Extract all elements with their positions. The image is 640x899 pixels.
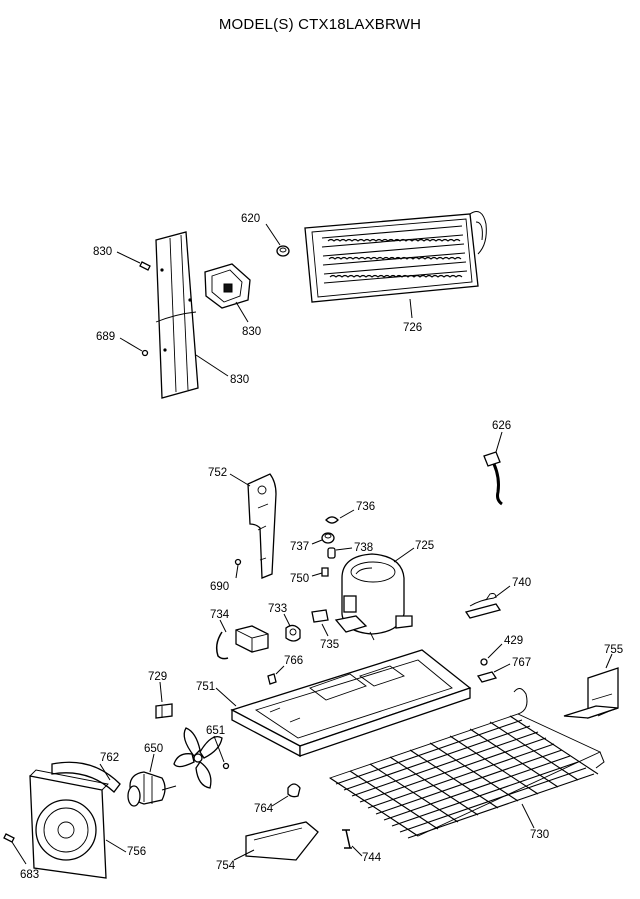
label-754: 754: [216, 860, 236, 872]
label-755: 755: [604, 644, 623, 656]
screw-683[interactable]: [3, 833, 15, 843]
label-690: 690: [210, 581, 229, 593]
label-738: 738: [354, 542, 373, 554]
power-cord-626[interactable]: [483, 451, 503, 506]
label-626: 626: [492, 420, 511, 432]
label-762: 762: [100, 752, 119, 764]
label-767: 767: [512, 657, 531, 669]
label-750: 750: [290, 573, 309, 585]
fan-shroud-756[interactable]: [29, 769, 109, 879]
sleeve-738[interactable]: [327, 547, 336, 559]
pin-744[interactable]: [342, 829, 352, 849]
label-730: 730: [530, 829, 549, 841]
label-725: 725: [415, 540, 434, 552]
label-830-screw: 830: [93, 246, 112, 258]
grommet-620[interactable]: [276, 245, 290, 257]
clip-735[interactable]: [311, 609, 329, 623]
screw-689[interactable]: [141, 349, 149, 357]
bracket-754[interactable]: [245, 821, 319, 861]
label-766: 766: [284, 655, 303, 667]
condenser-726[interactable]: [304, 211, 487, 303]
clip-729[interactable]: [155, 703, 173, 719]
clip-736[interactable]: [325, 516, 339, 524]
label-756: 756: [127, 846, 146, 858]
label-729: 729: [148, 671, 167, 683]
clip-767[interactable]: [476, 671, 498, 683]
compressor-725[interactable]: [334, 553, 413, 641]
shroud-strip-762[interactable]: [51, 761, 121, 793]
label-620: 620: [241, 213, 260, 225]
label-737: 737: [290, 541, 309, 553]
label-830-bracket: 830: [242, 326, 261, 338]
bolt-750[interactable]: [321, 567, 329, 577]
bracket-830[interactable]: [204, 263, 251, 309]
label-429: 429: [504, 635, 523, 647]
tray-751[interactable]: [230, 649, 472, 758]
condenser-730[interactable]: [328, 688, 605, 839]
label-726: 726: [403, 322, 422, 334]
screw-429[interactable]: [480, 658, 488, 666]
label-734: 734: [210, 609, 230, 621]
wire-740[interactable]: [464, 593, 502, 619]
diagram-title: MODEL(S) CTX18LAXBRWH: [218, 16, 422, 33]
clip-764[interactable]: [287, 783, 301, 798]
label-751: 751: [196, 681, 215, 693]
label-830-channel: 830: [230, 374, 249, 386]
label-740: 740: [512, 577, 531, 589]
label-650: 650: [144, 743, 163, 755]
label-744: 744: [362, 852, 382, 864]
label-752: 752: [208, 467, 227, 479]
label-683: 683: [20, 869, 39, 881]
label-764: 764: [254, 803, 274, 815]
clip-766[interactable]: [267, 673, 277, 685]
screw-690[interactable]: [234, 558, 242, 566]
nut-651[interactable]: [222, 762, 230, 770]
label-735: 735: [320, 639, 339, 651]
label-651: 651: [206, 725, 225, 737]
cover-733[interactable]: [285, 624, 301, 642]
label-689: 689: [96, 331, 115, 343]
channel-830[interactable]: [155, 231, 199, 399]
screw-830[interactable]: [139, 261, 151, 271]
label-733: 733: [268, 603, 287, 615]
fan-motor-650[interactable]: [127, 771, 177, 807]
label-736: 736: [356, 501, 375, 513]
bracket-752[interactable]: [247, 473, 277, 579]
relay-734[interactable]: [215, 625, 269, 660]
grommet-737[interactable]: [321, 532, 335, 544]
bracket-755[interactable]: [563, 667, 619, 719]
